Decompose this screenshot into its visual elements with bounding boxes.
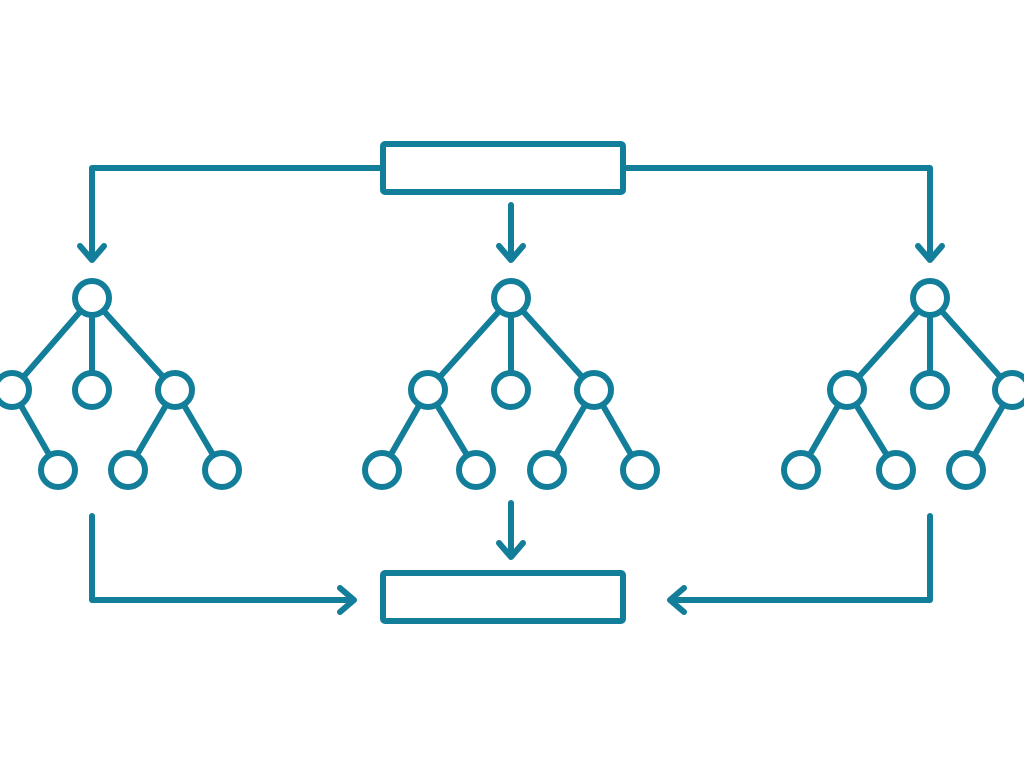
tree-edge bbox=[133, 401, 170, 459]
arrow-head-left-icon bbox=[667, 585, 687, 615]
input-to-right-tree-connector bbox=[620, 165, 933, 261]
tree-edge bbox=[855, 307, 922, 381]
tree-edge bbox=[20, 307, 84, 381]
tree-node bbox=[408, 370, 448, 410]
tree-edge bbox=[519, 307, 586, 381]
tree-node bbox=[155, 370, 195, 410]
arrow-head-right-icon bbox=[337, 585, 357, 615]
tree-node bbox=[456, 450, 496, 490]
tree-edge bbox=[552, 401, 589, 459]
tree-edge bbox=[100, 307, 167, 381]
tree-left bbox=[0, 278, 242, 490]
tree-node bbox=[38, 450, 78, 490]
diagram-group bbox=[0, 141, 1024, 624]
tree-edge bbox=[599, 401, 635, 459]
tree-edge bbox=[387, 401, 423, 459]
arrow-head-down-icon bbox=[496, 540, 526, 560]
right-tree-to-output-connector bbox=[669, 513, 933, 603]
input-to-left-tree-connector bbox=[89, 165, 386, 261]
tree-center bbox=[362, 278, 660, 490]
tree-edge bbox=[180, 401, 217, 459]
tree-node bbox=[202, 450, 242, 490]
output-box bbox=[380, 570, 626, 624]
tree-node bbox=[781, 450, 821, 490]
tree-node bbox=[876, 450, 916, 490]
tree-node bbox=[992, 370, 1024, 410]
tree-node bbox=[0, 370, 32, 410]
tree-edge bbox=[806, 401, 842, 459]
tree-edge bbox=[436, 307, 503, 381]
tree-node bbox=[574, 370, 614, 410]
tree-right bbox=[781, 278, 1024, 490]
tree-edge bbox=[938, 307, 1004, 381]
arrow-head-down-icon bbox=[496, 243, 526, 263]
input-box bbox=[380, 141, 626, 195]
tree-node bbox=[362, 450, 402, 490]
tree-node bbox=[946, 450, 986, 490]
tree-edge bbox=[971, 401, 1007, 459]
tree-edge bbox=[17, 401, 53, 459]
tree-node bbox=[910, 370, 950, 410]
tree-edge bbox=[852, 401, 891, 459]
tree-node bbox=[827, 370, 867, 410]
tree-node bbox=[620, 450, 660, 490]
tree-node bbox=[108, 450, 148, 490]
arrow-head-down-icon bbox=[77, 243, 107, 263]
tree-node bbox=[72, 370, 112, 410]
arrow-head-down-icon bbox=[915, 243, 945, 263]
tree-root-node bbox=[72, 278, 112, 318]
tree-edge bbox=[433, 401, 471, 459]
left-tree-to-output-connector bbox=[89, 513, 355, 603]
tree-root-node bbox=[491, 278, 531, 318]
tree-node bbox=[491, 370, 531, 410]
tree-node bbox=[527, 450, 567, 490]
tree-root-node bbox=[910, 278, 950, 318]
